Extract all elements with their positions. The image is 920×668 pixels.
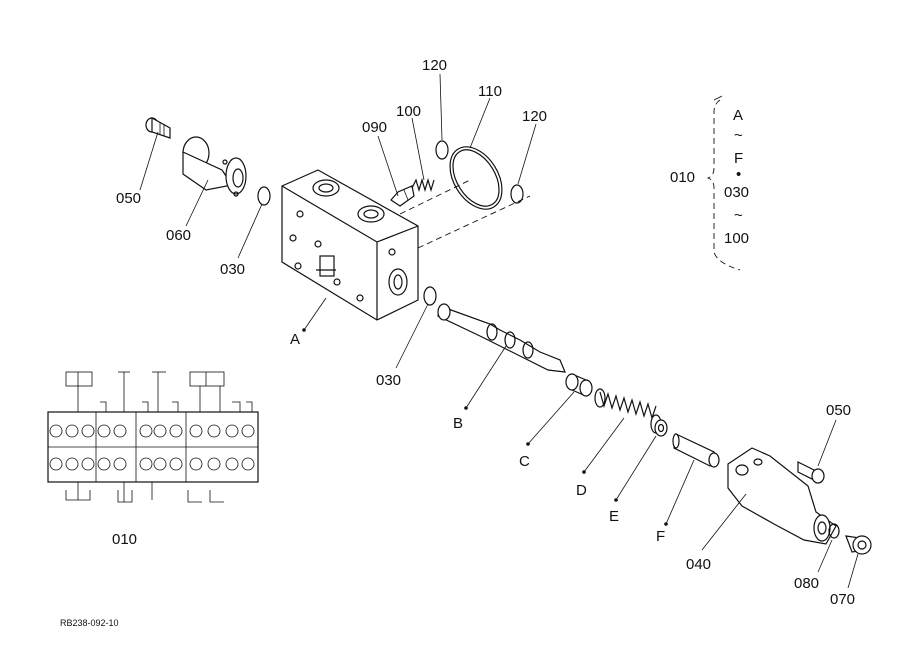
washer-E: [654, 419, 668, 437]
oring-030-right: [423, 286, 437, 306]
oring-120-right: [510, 184, 524, 204]
callout-E: E: [609, 508, 619, 525]
oring-030-left: [257, 186, 271, 206]
callout-F: F: [656, 528, 665, 545]
oring-080: [828, 523, 840, 539]
leader-lines: [139, 73, 859, 589]
callout-110: 110: [478, 83, 502, 100]
callout-040: 040: [686, 556, 711, 573]
callout-labels: 120 110 120 100 090 050 060 030 030 A B …: [112, 57, 855, 608]
spacer-C: [565, 373, 593, 397]
callout-A: A: [290, 331, 300, 348]
callout-070: 070: [830, 591, 855, 608]
callout-100: 100: [396, 103, 421, 120]
pin-F: [672, 433, 720, 468]
callout-120-right: 120: [522, 108, 547, 125]
drawing-code: RB238-092-10: [60, 618, 119, 628]
poppet-090: [390, 185, 415, 207]
callout-C: C: [519, 453, 530, 470]
callout-050-left: 050: [116, 190, 141, 207]
solenoid-060: [182, 136, 247, 197]
plug-070: [845, 535, 872, 555]
set-legend-item: F: [734, 150, 743, 167]
callout-090: 090: [362, 119, 387, 136]
bolt-050-right: [797, 461, 825, 484]
seal-110-inner: [452, 149, 500, 207]
solenoid-040: [727, 447, 837, 545]
set-legend-item: ~: [734, 127, 743, 144]
set-legend-item: A: [733, 107, 743, 124]
valve-body: [281, 169, 531, 321]
set-legend: 010 A ~ F • 030 ~ 100: [670, 107, 749, 247]
callout-080: 080: [794, 575, 819, 592]
spring-100: [411, 177, 435, 193]
set-legend-item: 100: [724, 230, 749, 247]
bolt-050-left: [145, 116, 171, 139]
callout-050-right: 050: [826, 402, 851, 419]
set-legend-item: •: [736, 166, 741, 183]
set-legend-item: 030: [724, 184, 749, 201]
callout-010-schematic: 010: [112, 531, 137, 548]
spring-D: [594, 388, 662, 434]
set-legend-item: ~: [734, 207, 743, 224]
callout-D: D: [576, 482, 587, 499]
callout-030-left: 030: [220, 261, 245, 278]
callout-B: B: [453, 415, 463, 432]
spool-B: [437, 303, 566, 373]
callout-120-left: 120: [422, 57, 447, 74]
hydraulic-schematic: [47, 371, 259, 503]
set-bracket: [706, 95, 741, 271]
callout-060: 060: [166, 227, 191, 244]
set-legend-number: 010: [670, 169, 695, 186]
callout-030-right: 030: [376, 372, 401, 389]
seal-110: [449, 146, 503, 210]
oring-120-left: [435, 140, 449, 160]
